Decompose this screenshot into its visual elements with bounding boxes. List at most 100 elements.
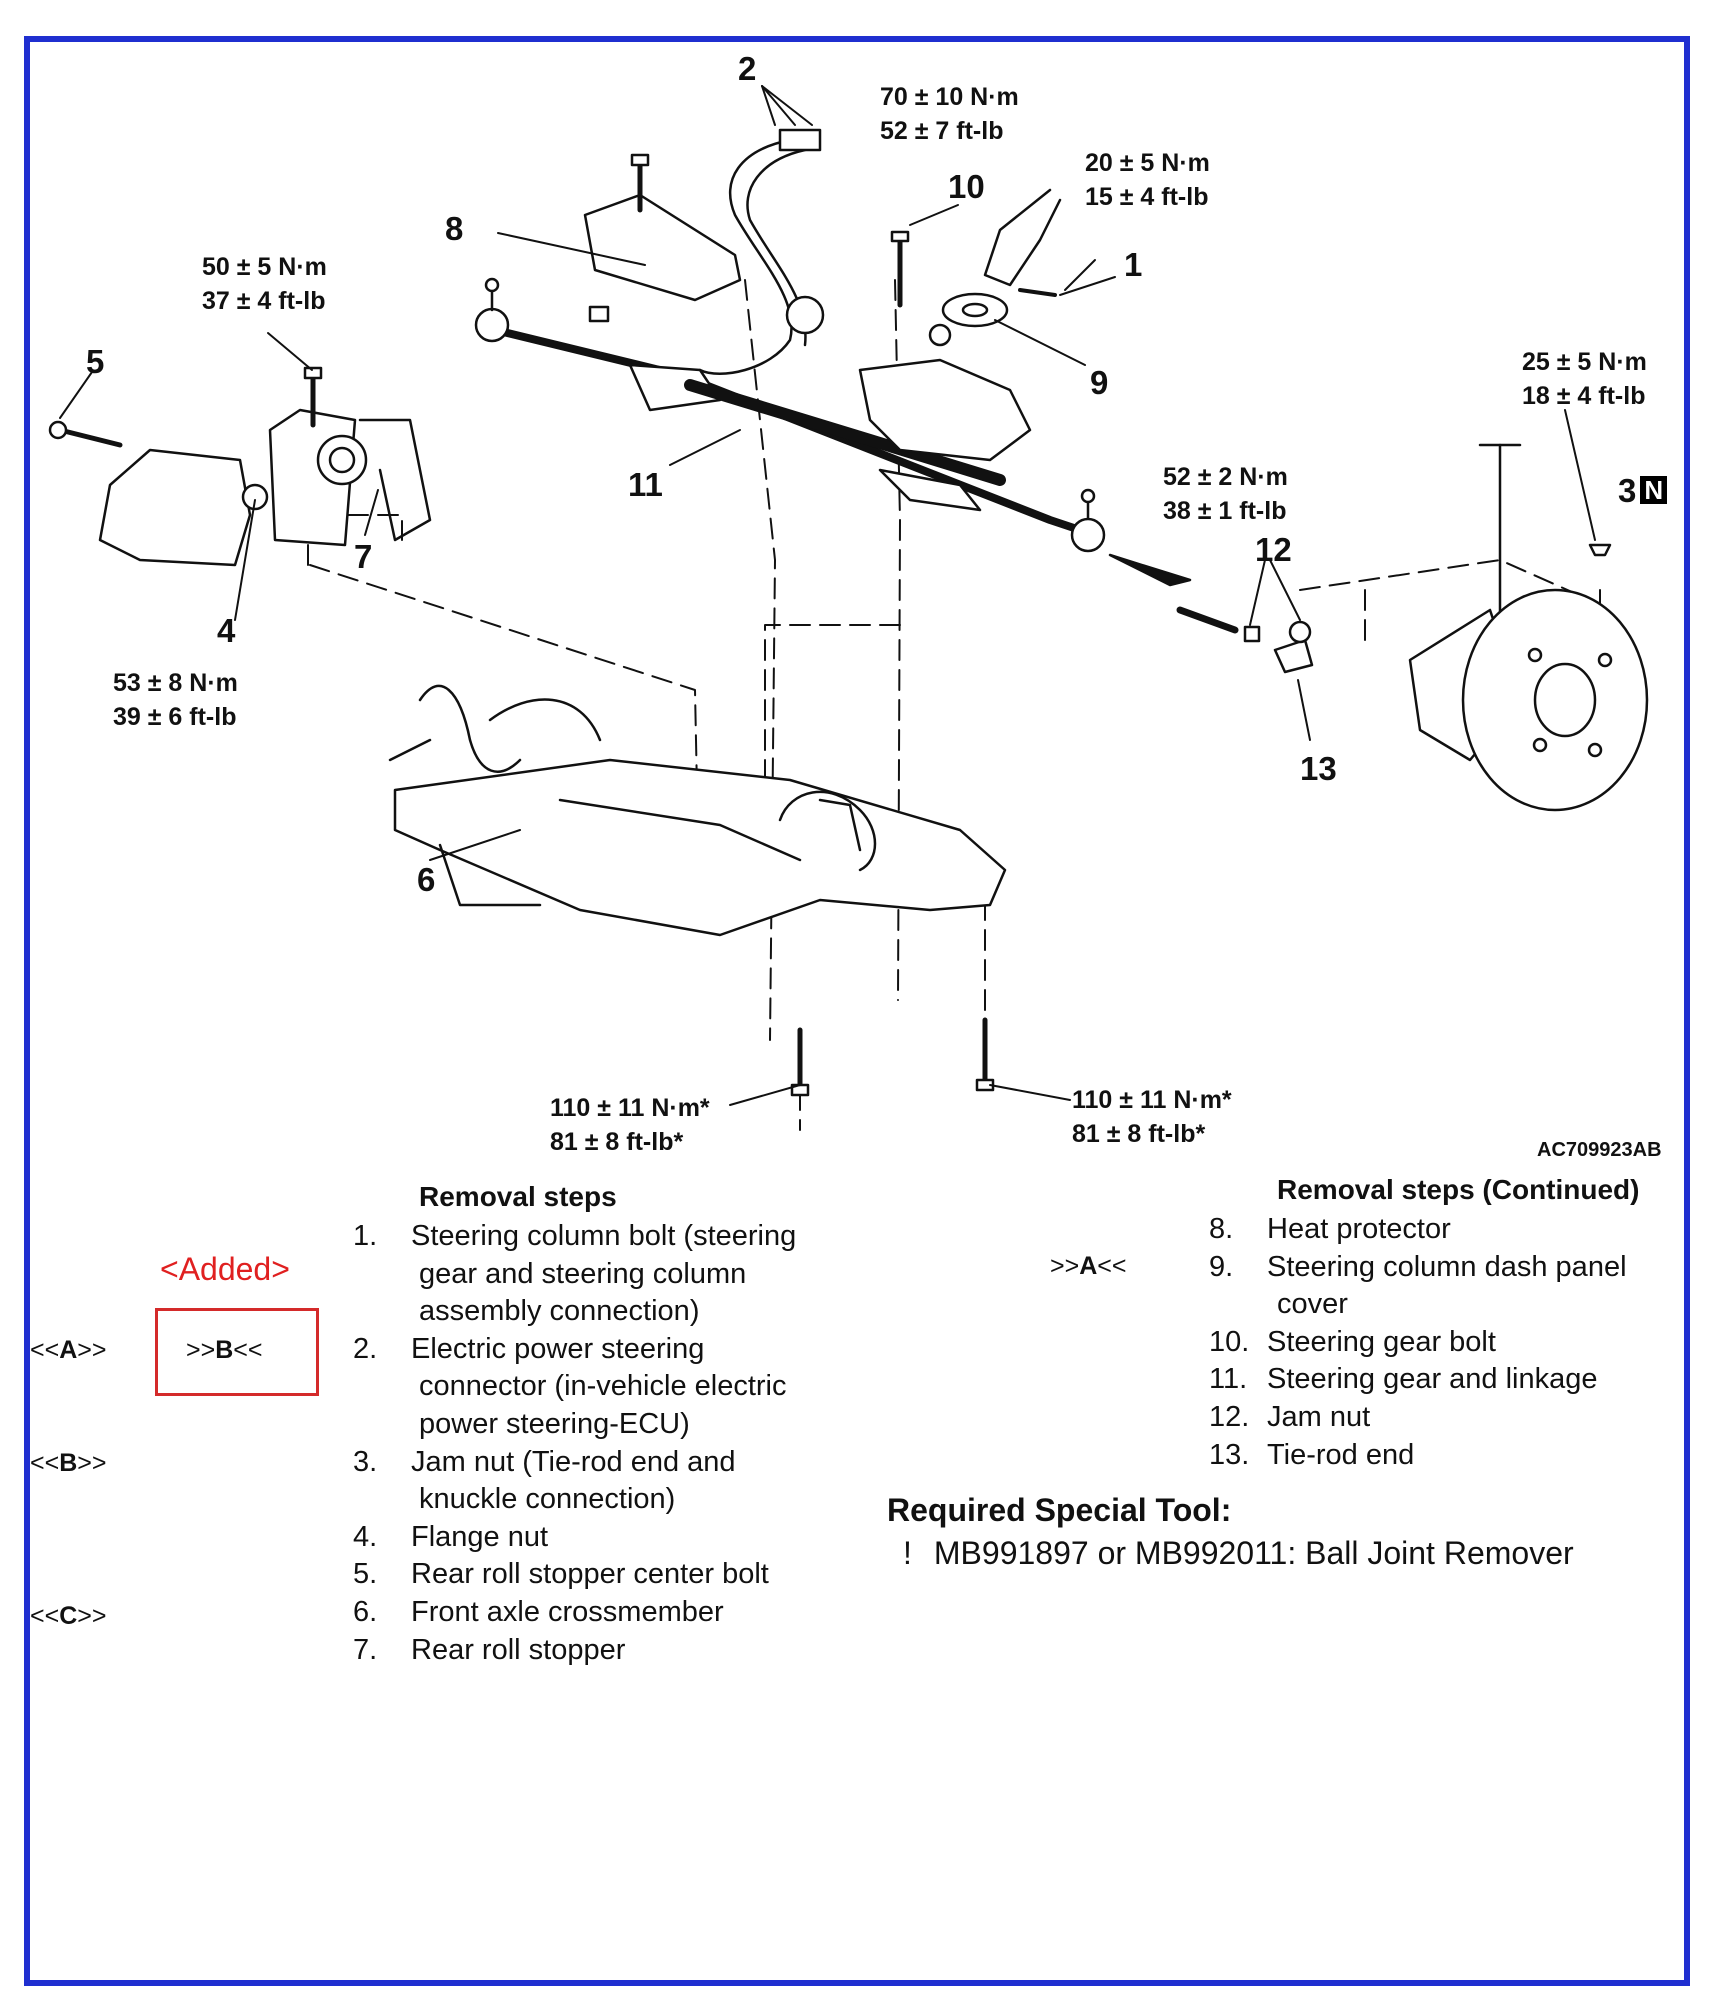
step-text: Jam nut bbox=[1267, 1400, 1371, 1433]
step-number: 1. bbox=[353, 1220, 378, 1252]
torque-ftlb: 81 ± 8 ft-lb* bbox=[550, 1128, 684, 1156]
step-text: Steering column bolt (steering bbox=[411, 1220, 797, 1252]
ref-bracket: << bbox=[30, 1602, 60, 1630]
rear-roll-stopper-parts bbox=[48, 366, 432, 567]
step-text: Steering gear bolt bbox=[1267, 1325, 1496, 1358]
removal-steps-continued-heading: Removal steps (Continued) bbox=[1277, 1174, 1640, 1205]
step-number: 10. bbox=[1209, 1325, 1250, 1358]
step-number: 8. bbox=[1209, 1213, 1234, 1245]
install-mark-a: >>A<< bbox=[1050, 1254, 1126, 1279]
torque-nm: 25 ± 5 N·m bbox=[1522, 348, 1647, 376]
step-number: 12. bbox=[1209, 1400, 1250, 1433]
step-number: 2. bbox=[353, 1332, 378, 1365]
torque-ftlb: 37 ± 4 ft-lb bbox=[202, 287, 326, 315]
torque-spec-6-left: 110 ± 11 N·m*81 ± 8 ft-lb* bbox=[550, 1091, 710, 1159]
removal-steps-heading: Removal steps bbox=[419, 1181, 617, 1212]
ref-letter: B bbox=[59, 1449, 78, 1477]
callout-6: 6 bbox=[417, 861, 436, 898]
steering-bolts-and-cover bbox=[890, 188, 1062, 328]
step-1-continued: assembly connection) bbox=[419, 1295, 700, 1328]
torque-ftlb: 38 ± 1 ft-lb bbox=[1163, 497, 1287, 525]
step-text: Jam nut (Tie-rod end and bbox=[411, 1445, 736, 1478]
step-6: 6.Front axle crossmember bbox=[353, 1594, 796, 1632]
step-text: Rear roll stopper center bolt bbox=[411, 1558, 769, 1591]
step-1-continued: gear and steering column bbox=[419, 1257, 747, 1290]
step-7: 7. Rear roll stopper bbox=[353, 1632, 796, 1670]
torque-spec-10: 70 ± 10 N·m 52 ± 7 ft-lb bbox=[880, 80, 1019, 148]
torque-spec-4: 53 ± 8 N·m 39 ± 6 ft-lb bbox=[113, 666, 238, 734]
step-number: 5. bbox=[353, 1558, 378, 1591]
removal-steps-continued-list: 8.Heat protector 9.Steering column dash … bbox=[1209, 1211, 1627, 1474]
step-5: 5. Rear roll stopper center bolt bbox=[353, 1556, 796, 1594]
ref-bracket: >> bbox=[186, 1336, 216, 1364]
callout-7: 7 bbox=[354, 538, 373, 575]
step-number: 6. bbox=[353, 1595, 378, 1628]
step-number: 13. bbox=[1209, 1438, 1250, 1471]
step-text: Rear roll stopper bbox=[411, 1633, 626, 1666]
ref-bracket: << bbox=[1097, 1252, 1127, 1280]
ref-mark-a: <<A>> bbox=[30, 1338, 106, 1363]
torque-ftlb: 39 ± 6 ft-lb bbox=[113, 703, 237, 731]
ref-letter: A bbox=[1079, 1252, 1098, 1280]
callout-10: 10 bbox=[948, 168, 985, 205]
ref-bracket: << bbox=[30, 1449, 60, 1477]
callout-1: 1 bbox=[1124, 246, 1143, 283]
added-note: <Added> bbox=[160, 1251, 290, 1287]
callout-4: 4 bbox=[217, 612, 236, 649]
torque-nm: 70 ± 10 N·m bbox=[880, 83, 1019, 111]
ref-bracket: >> bbox=[77, 1449, 107, 1477]
step-3: 3.Jam nut (Tie-rod end and bbox=[353, 1444, 796, 1482]
step-text: Steering column dash panel bbox=[1267, 1250, 1627, 1283]
torque-spec-12: 52 ± 2 N·m 38 ± 1 ft-lb bbox=[1163, 460, 1288, 528]
torque-nm: 20 ± 5 N·m bbox=[1085, 149, 1210, 177]
ref-mark-c: <<C>> bbox=[30, 1604, 106, 1629]
ref-bracket: << bbox=[30, 1336, 60, 1364]
figure-id: AC709923AB bbox=[1537, 1139, 1662, 1161]
callout-11: 11 bbox=[628, 466, 663, 503]
step-13: 13.Tie-rod end bbox=[1209, 1437, 1627, 1475]
bullet-icon: ! bbox=[903, 1535, 912, 1571]
ref-letter: C bbox=[59, 1602, 78, 1630]
tie-rod-end-and-knuckle-parts bbox=[1108, 443, 1649, 812]
callout-13: 13 bbox=[1300, 750, 1337, 787]
special-tool-item: ! MB991897 or MB992011: Ball Joint Remove… bbox=[903, 1537, 1574, 1569]
step-11: 11. Steering gear and linkage bbox=[1209, 1361, 1627, 1399]
callout-12: 12 bbox=[1255, 531, 1292, 568]
step-10: 10. Steering gear bolt bbox=[1209, 1324, 1627, 1362]
torque-nm: 52 ± 2 N·m bbox=[1163, 463, 1288, 491]
torque-ftlb: 52 ± 7 ft-lb bbox=[880, 117, 1004, 145]
ref-bracket: >> bbox=[1050, 1252, 1080, 1280]
torque-nm: 110 ± 11 N·m* bbox=[1072, 1086, 1232, 1114]
torque-ftlb: 15 ± 4 ft-lb bbox=[1085, 183, 1209, 211]
step-3-continued: knuckle connection) bbox=[419, 1483, 676, 1516]
torque-spec-3: 25 ± 5 N·m 18 ± 4 ft-lb bbox=[1522, 345, 1647, 413]
step-number: 4. bbox=[353, 1520, 378, 1553]
step-text: Steering gear and linkage bbox=[1267, 1363, 1598, 1396]
step-text: Flange nut bbox=[411, 1520, 549, 1553]
special-tool-heading: Required Special Tool: bbox=[887, 1492, 1232, 1528]
step-9-continued: cover bbox=[1277, 1288, 1348, 1321]
n-badge: N bbox=[1640, 476, 1668, 504]
added-highlight-box bbox=[155, 1308, 319, 1396]
step-1: 1. Steering column bolt (steering bbox=[353, 1218, 796, 1256]
special-tool-text: MB991897 or MB992011: Ball Joint Remover bbox=[933, 1535, 1574, 1571]
leader-lines bbox=[59, 85, 1596, 1106]
step-number: 11. bbox=[1209, 1363, 1248, 1396]
torque-spec-1: 20 ± 5 N·m 15 ± 4 ft-lb bbox=[1085, 146, 1210, 214]
step-12: 12. Jam nut bbox=[1209, 1399, 1627, 1437]
torque-nm: 53 ± 8 N·m bbox=[113, 669, 238, 697]
callout-9: 9 bbox=[1090, 364, 1109, 401]
front-axle-crossmember-part bbox=[388, 684, 1007, 1097]
callout-2: 2 bbox=[738, 50, 757, 87]
step-number: 7. bbox=[353, 1633, 378, 1666]
ref-bracket: >> bbox=[77, 1602, 107, 1630]
callout-3-number: 3 bbox=[1618, 472, 1637, 509]
ref-bracket: << bbox=[233, 1336, 263, 1364]
callout-5: 5 bbox=[86, 343, 105, 380]
step-2: 2.Electric power steering bbox=[353, 1331, 796, 1369]
heat-protector-part bbox=[583, 153, 742, 323]
torque-ftlb: 18 ± 4 ft-lb bbox=[1522, 382, 1646, 410]
